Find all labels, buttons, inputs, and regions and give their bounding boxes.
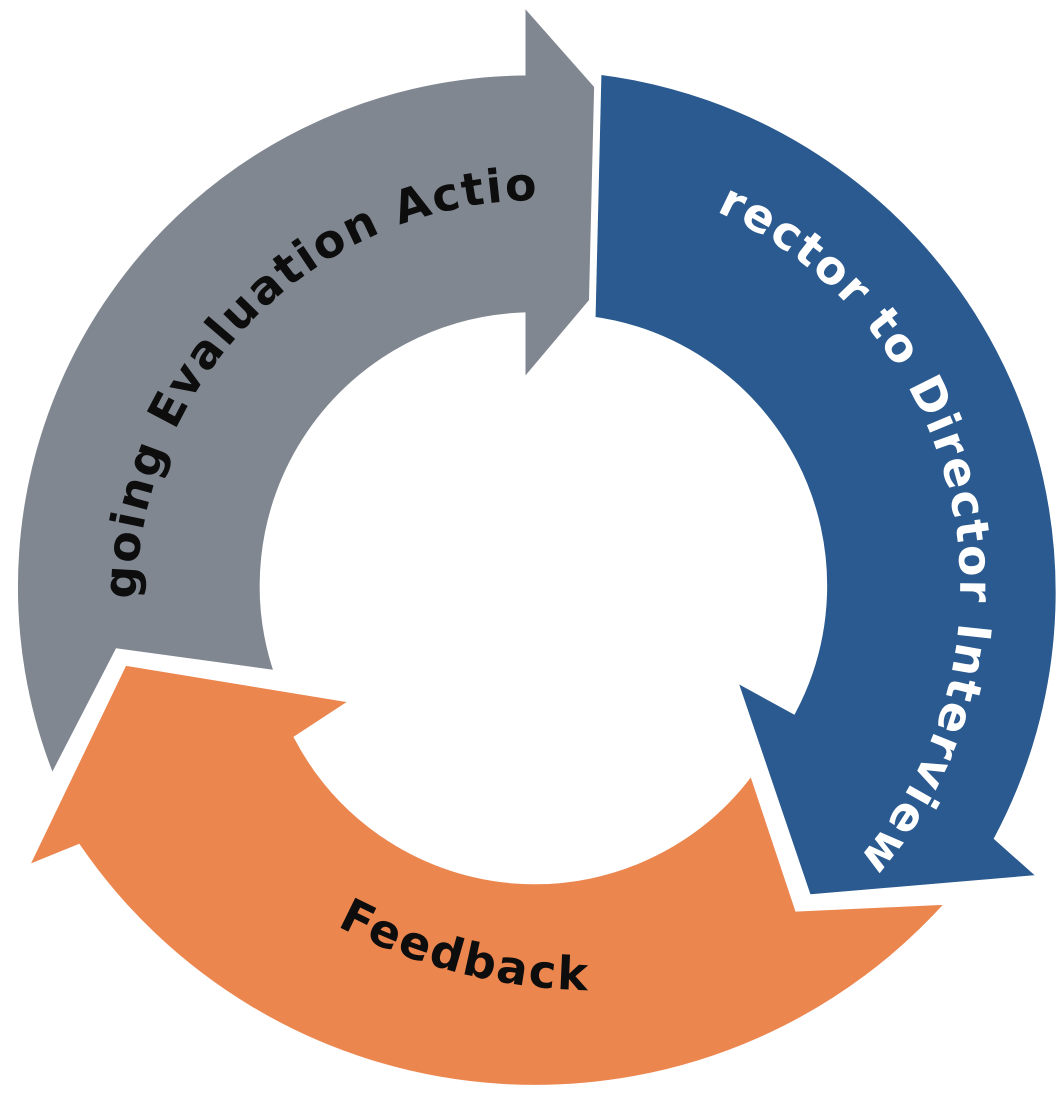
ongoing-evaluation-arrow — [11, 0, 693, 789]
feedback-arrow — [16, 658, 960, 1092]
director-interviews-arrow — [588, 67, 1063, 902]
